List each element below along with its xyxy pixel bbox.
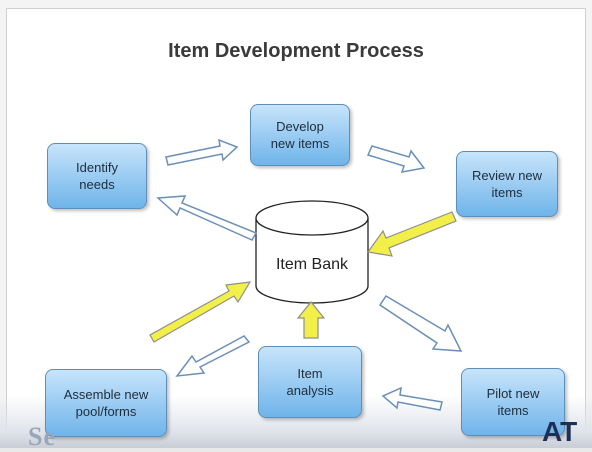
arrow-analysis-to-bank xyxy=(296,301,326,339)
white-arrows xyxy=(156,138,463,411)
footer-logo-right: AT xyxy=(542,416,578,447)
arrow-assemble-to-bank xyxy=(149,281,252,343)
arrow-bank-to-identify xyxy=(156,195,258,241)
node-identify-needs: Identify needs xyxy=(47,143,147,209)
arrow-review-to-bank xyxy=(366,211,457,257)
node-review-new-items: Review new items xyxy=(456,151,558,217)
node-item-analysis: Item analysis xyxy=(258,346,362,418)
arrow-assemble-to-analysis xyxy=(175,335,251,377)
yellow-arrows xyxy=(149,211,457,343)
item-bank-label: Item Bank xyxy=(275,256,349,273)
item-bank-cylinder xyxy=(255,200,369,304)
arrow-develop-to-review xyxy=(366,145,426,173)
arrow-identify-to-develop xyxy=(165,138,239,166)
node-develop-new-items: Develop new items xyxy=(250,104,350,166)
node-pilot-new-items: Pilot new items xyxy=(461,368,565,436)
footer-logo-left: Se xyxy=(28,422,56,451)
node-assemble-new-pool-forms: Assemble new pool/forms xyxy=(45,369,167,437)
arrow-pilot-to-analysis xyxy=(381,386,443,411)
diagram-title: Item Development Process xyxy=(168,40,424,62)
arrow-bank-to-pilot xyxy=(378,294,463,352)
